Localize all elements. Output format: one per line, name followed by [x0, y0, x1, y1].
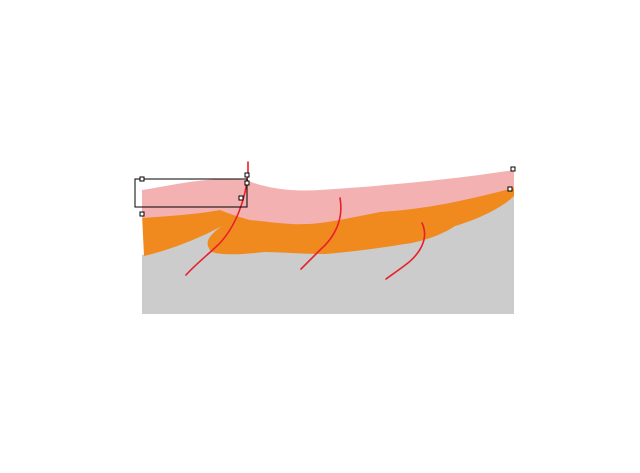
top-layer	[142, 170, 514, 225]
resize-handle-mid[interactable]	[238, 195, 244, 201]
resize-handle-bottom-left[interactable]	[139, 211, 145, 217]
resize-handle-right[interactable]	[244, 180, 250, 186]
resize-handle-top-right[interactable]	[244, 172, 250, 178]
fault-line-3	[385, 222, 426, 280]
resize-handle-far-top-right[interactable]	[510, 166, 516, 172]
fault-line-2	[300, 197, 342, 270]
selection-box[interactable]	[134, 178, 248, 208]
fault-line-1	[185, 161, 249, 276]
resize-handle-far-right[interactable]	[507, 186, 513, 192]
resize-handle-top-left[interactable]	[139, 176, 145, 182]
selection-handles[interactable]	[139, 166, 516, 217]
